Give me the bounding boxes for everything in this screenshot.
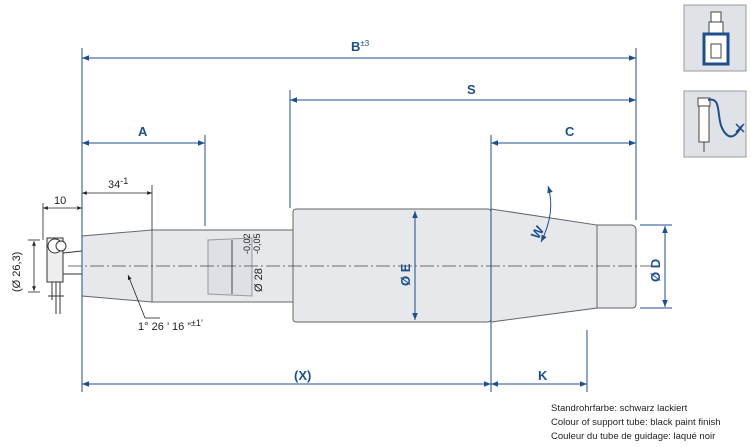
black-dimensions <box>28 185 233 319</box>
note-de: Standrohrfarbe: schwarz lackiert <box>551 403 688 414</box>
cone <box>490 208 598 323</box>
tool-body <box>81 208 637 323</box>
dim-k-label: K <box>538 368 548 383</box>
dim-34-label: 34-1 <box>108 176 128 191</box>
svg-text:-0,02: -0,02 <box>242 233 252 254</box>
note-en: Colour of support tube: black paint fini… <box>551 417 721 428</box>
dim-26-label: (Ø 26,3) <box>11 252 23 292</box>
note-fr: Couleur du tube de guidage: laqué noir <box>551 431 716 442</box>
dim-b-label: B±3 <box>351 39 370 54</box>
main-body <box>292 208 492 323</box>
dim-e-label: Ø E <box>398 263 413 286</box>
dim-10-label: 10 <box>54 195 66 207</box>
svg-text:Ø 28: Ø 28 <box>253 268 265 292</box>
dim-x-label: (X) <box>294 368 311 383</box>
nose <box>596 224 637 309</box>
dim-s-label: S <box>467 82 476 97</box>
dim-c-label: C <box>565 124 575 139</box>
dim-28-label: Ø 28 -0,02 -0,05 <box>242 233 265 292</box>
dimension-lines <box>81 48 672 392</box>
mounted-spindle-icon <box>683 4 747 72</box>
dim-a-label: A <box>138 124 148 139</box>
svg-text:-0,05: -0,05 <box>252 233 262 254</box>
shank-groove <box>207 237 253 297</box>
dim-angle-label: 1° 26 ’ 16 ”±1’ <box>138 318 203 333</box>
holder <box>46 237 83 314</box>
cable-spindle-icon <box>683 90 747 158</box>
dim-d-label: Ø D <box>648 259 663 282</box>
